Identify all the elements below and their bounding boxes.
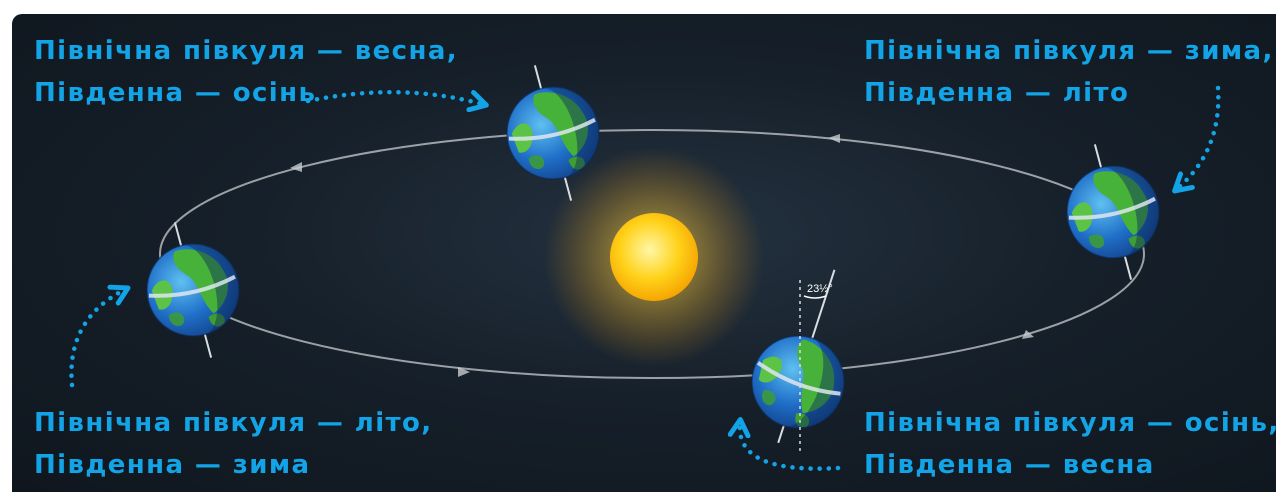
label-winter-line1: Північна півкуля — зима, [864, 36, 1274, 66]
label-summer-line2: Південна — зима [34, 450, 311, 480]
label-autumn-line2: Південна — весна [864, 450, 1155, 480]
label-autumn: Північна півкуля — осінь, Південна — вес… [864, 402, 1276, 486]
label-summer: Північна півкуля — літо, Південна — зима [34, 402, 433, 486]
label-spring-line1: Північна півкуля — весна, [34, 36, 459, 66]
sun [610, 213, 698, 301]
orbit-path [159, 129, 1145, 379]
tilt-angle-arc [803, 295, 827, 299]
tilt-angle-label: 23½° [807, 283, 833, 295]
pointer-arrow-autumn [740, 424, 841, 471]
pointer-arrow-winter [1178, 85, 1221, 188]
earth-winter [1054, 144, 1172, 280]
earth-summer [134, 222, 252, 358]
orbit-direction-arrow [828, 134, 840, 143]
label-winter: Північна півкуля — зима, Південна — літо [864, 30, 1274, 114]
pointer-arrow-spring [305, 92, 482, 104]
earth-spring [494, 65, 612, 201]
label-autumn-line1: Північна півкуля — осінь, [864, 408, 1276, 438]
label-spring-line2: Південна — осінь [34, 78, 317, 108]
label-spring: Північна півкуля — весна, Південна — осі… [34, 30, 458, 114]
orbit-direction-arrow [1022, 330, 1034, 339]
label-summer-line1: Північна півкуля — літо, [34, 408, 433, 438]
orbit-direction-arrow [290, 162, 302, 172]
pointer-arrow-summer [69, 290, 124, 388]
label-winter-line2: Південна — літо [864, 78, 1130, 108]
earth-autumn [738, 269, 858, 444]
orbit-direction-arrow [458, 367, 470, 377]
